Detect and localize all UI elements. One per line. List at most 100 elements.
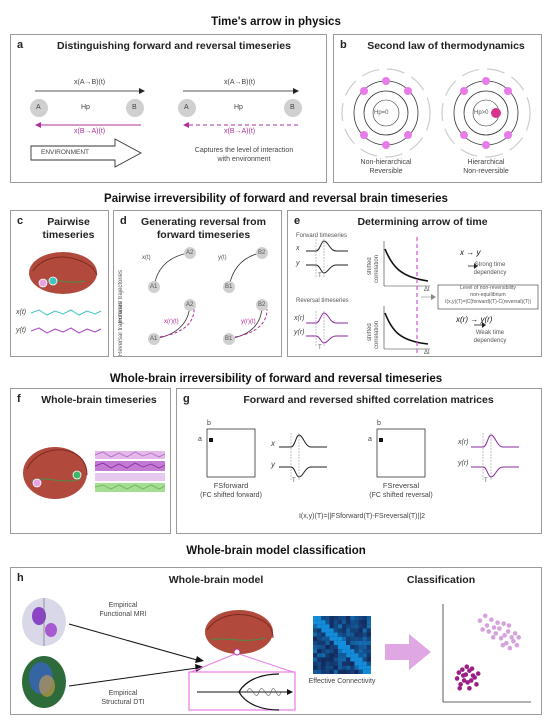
ec-cell [313, 657, 318, 662]
ec-cell [313, 620, 318, 625]
h-fmri-2: Functional MRI [99, 611, 147, 618]
ec-cell [346, 620, 351, 625]
e-box-1: Level of non-reversibility [460, 285, 516, 291]
e-dt-1: Δt [424, 287, 430, 293]
ec-cell [366, 616, 371, 621]
e-tau-fwd: T [318, 273, 322, 279]
ec-cell [346, 624, 351, 629]
ec-cell [358, 636, 363, 641]
ec-cell [354, 628, 359, 633]
ec-cell [313, 624, 318, 629]
section-title-pairwise: Pairwise irreversibility of forward and … [104, 193, 448, 205]
a-node-b-left: B [132, 104, 137, 111]
panel-d: d Generating reversal from forward times… [113, 210, 282, 357]
panel-label-d: d [120, 215, 127, 227]
ec-cell [358, 665, 363, 670]
ec-cell [329, 624, 334, 629]
h-dti-2: Structural DTI [101, 699, 145, 706]
ec-cell [350, 645, 355, 650]
ec-cell [333, 653, 338, 658]
e-xryr-arrow: x(r) → y(r) [456, 315, 493, 324]
panel-f-title: Whole-brain timeseries [41, 394, 157, 406]
ec-cell [337, 649, 342, 654]
panel-c-title-1: Pairwise [47, 216, 90, 228]
ec-cell [317, 636, 322, 641]
ec-cell [329, 665, 334, 670]
scatter-point-series-1 [484, 623, 490, 628]
panel-a-title: Distinguishing forward and reversal time… [57, 40, 291, 52]
ec-cell [358, 657, 363, 662]
ec-cell [337, 653, 342, 658]
ec-cell [342, 620, 347, 625]
ec-cell [333, 657, 338, 662]
ec-cell [317, 628, 322, 633]
ec-cell [346, 665, 351, 670]
scatter-point-series-2 [475, 671, 481, 676]
e-correlation-1: correlation [374, 254, 380, 283]
ec-cell [317, 624, 322, 629]
ec-cell [329, 653, 334, 658]
a-rev-label-left: x(B→A)(t) [74, 128, 106, 135]
b-hp1: Hp>0 [474, 110, 489, 116]
ec-cell [358, 640, 363, 645]
ec-cell [313, 616, 318, 621]
ec-cell [337, 616, 342, 621]
h-title-model: Whole-brain model [168, 574, 264, 586]
ec-cell [313, 669, 318, 674]
ec-cell [333, 645, 338, 650]
panel-b-title: Second law of thermodynamics [367, 40, 525, 52]
e-weak-1: Weak time [475, 330, 505, 336]
g-b-right: b [377, 420, 381, 427]
ec-cell [337, 640, 342, 645]
fs-forward-matrix [206, 428, 256, 478]
ec-cell [358, 645, 363, 650]
g-b-left: b [207, 420, 211, 427]
ec-cell [350, 649, 355, 654]
ec-cell [342, 616, 347, 621]
ec-cell [325, 628, 330, 633]
scatter-point-series-2 [469, 666, 475, 671]
d-b1-bot: B1 [225, 336, 233, 342]
ec-cell [366, 628, 371, 633]
scatter-point-series-1 [511, 638, 516, 644]
ec-cell [321, 657, 326, 662]
ec-cell [321, 628, 326, 633]
scatter-point-series-2 [465, 680, 470, 685]
panel-e: e Determining arrow of time Forward time… [287, 210, 542, 357]
e-rev-ts: Reversal timeseries [296, 298, 349, 304]
ec-cell [329, 632, 334, 637]
a-fwd-label-left: x(A→B)(t) [74, 79, 106, 86]
ec-cell [329, 628, 334, 633]
section-title-whole-brain: Whole-brain irreversibility of forward a… [109, 373, 443, 385]
panel-label-f: f [17, 393, 21, 405]
ec-cell [350, 657, 355, 662]
ec-cell [317, 620, 322, 625]
ec-cell [313, 628, 318, 633]
panel-label-e: e [294, 215, 301, 227]
ec-cell [362, 628, 367, 633]
ec-cell [346, 616, 351, 621]
ec-cell [350, 628, 355, 633]
fs-reversal-matrix [376, 428, 426, 478]
environment-arrow [30, 138, 142, 168]
ec-cell [317, 632, 322, 637]
ec-cell [354, 640, 359, 645]
e-weak-2: dependency [473, 338, 507, 344]
ec-cell [321, 632, 326, 637]
panel-c: c Pairwise timeseries x(t) y(t) [10, 210, 109, 357]
node-a-right [178, 99, 196, 117]
classification-scatter [454, 613, 521, 691]
g-y: y [271, 460, 275, 469]
ec-cell [325, 632, 330, 637]
ec-cell [313, 661, 318, 666]
panel-g-title: Forward and reversed shifted correlation… [243, 394, 494, 406]
d-yr: y(r)(t) [241, 319, 256, 325]
g-xr: x(r) [458, 439, 469, 446]
scatter-point-series-1 [500, 642, 506, 648]
scatter-point-series-1 [509, 635, 514, 640]
ec-cell [358, 624, 363, 629]
e-yr: y(r) [294, 329, 305, 336]
panel-d-title-2: forward timeseries [156, 229, 251, 241]
ec-cell [366, 653, 371, 658]
ec-cell [321, 640, 326, 645]
